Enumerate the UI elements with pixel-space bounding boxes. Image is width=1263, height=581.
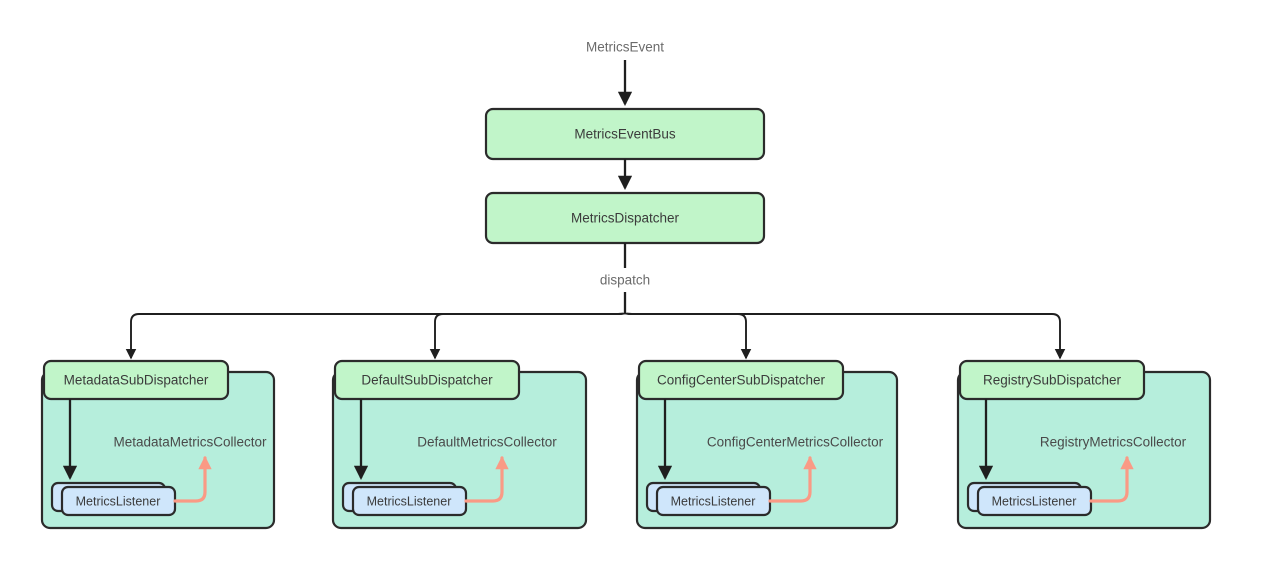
metadata-listener-to-collector-arrow	[173, 455, 212, 503]
entry-event-label: MetricsEvent	[586, 40, 664, 55]
subdispatcher-group-metadata[interactable]: MetadataSubDispatcher MetadataMetricsCol…	[40, 359, 276, 530]
node-registry-sub-dispatcher[interactable]	[958, 359, 1146, 401]
node-metrics-listener-configcenter[interactable]	[655, 485, 772, 517]
node-metrics-listener-default[interactable]	[351, 485, 468, 517]
dispatch-branch-4	[624, 312, 1066, 360]
node-default-sub-dispatcher[interactable]	[333, 359, 521, 401]
dispatch-branch-1	[125, 312, 626, 360]
node-configcenter-sub-dispatcher[interactable]	[637, 359, 845, 401]
node-metrics-event-bus[interactable]	[484, 107, 766, 161]
subdispatcher-group-registry[interactable]: RegistrySubDispatcher RegistryMetricsCol…	[956, 359, 1212, 530]
dispatch-branch-3	[624, 312, 752, 360]
node-metrics-dispatcher[interactable]	[484, 191, 766, 245]
default-listener-to-collector-arrow	[464, 455, 509, 503]
subdispatcher-group-configcenter[interactable]: ConfigCenterSubDispatcher ConfigCenterMe…	[635, 359, 899, 530]
node-metadata-sub-dispatcher[interactable]	[42, 359, 230, 401]
subdispatcher-group-default[interactable]: DefaultSubDispatcher DefaultMetricsColle…	[331, 359, 588, 530]
registry-listener-to-collector-arrow	[1089, 455, 1134, 503]
node-metrics-listener-metadata[interactable]	[60, 485, 177, 517]
dispatch-edge-label: dispatch	[600, 273, 650, 288]
dispatch-branch-2	[429, 312, 626, 360]
configcenter-listener-to-collector-arrow	[768, 455, 817, 503]
node-metrics-listener-registry[interactable]	[976, 485, 1093, 517]
